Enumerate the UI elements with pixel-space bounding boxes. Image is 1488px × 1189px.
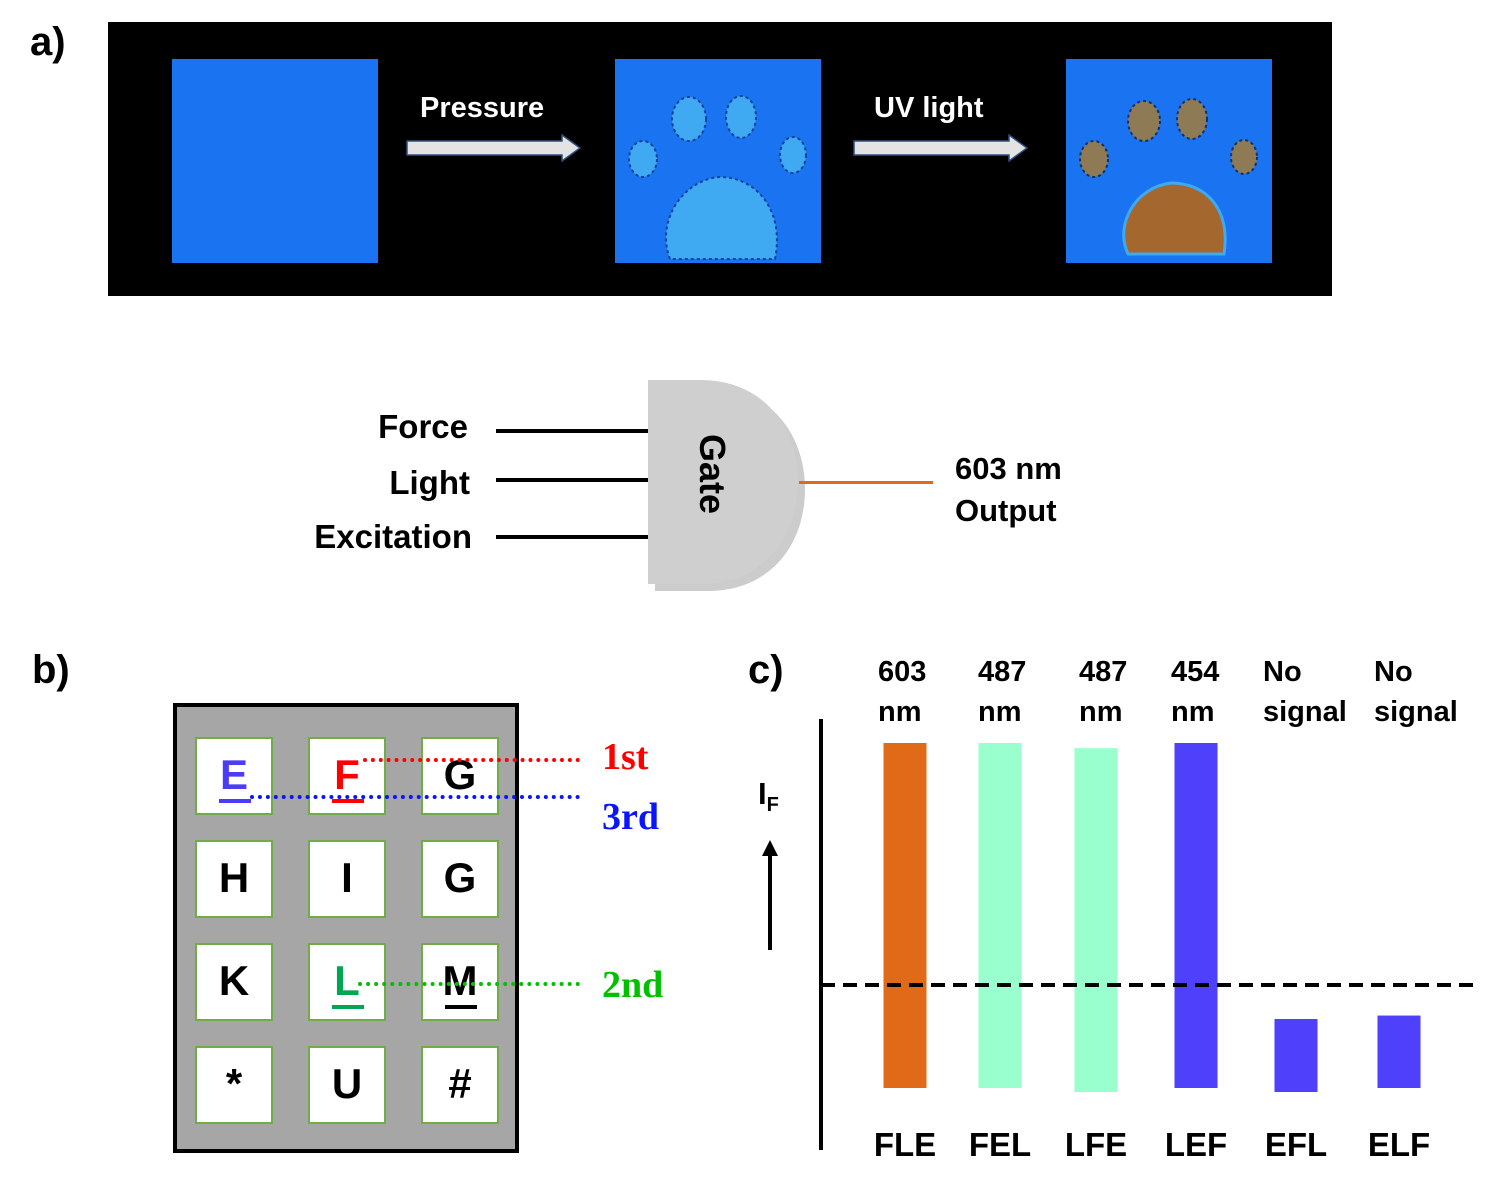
arrow-label-pressure: Pressure bbox=[420, 92, 545, 124]
category-label-LFE: LFE bbox=[1064, 1126, 1128, 1163]
gate-input-light-label: Light bbox=[389, 464, 470, 501]
bar-top-label-line1: 454 bbox=[1171, 656, 1220, 688]
sample-photo-pressed bbox=[615, 59, 821, 263]
sequence-label-2nd: 2nd bbox=[602, 964, 664, 1006]
sequence-label-3rd: 3rd bbox=[602, 796, 659, 838]
gate-input-force-label: Force bbox=[378, 408, 468, 445]
key-hash[interactable]: # bbox=[421, 1046, 499, 1124]
key-underline bbox=[445, 1005, 477, 1009]
arrow-label-uv-light: UV light bbox=[874, 92, 984, 124]
panel-a-label: a) bbox=[30, 20, 66, 64]
bar-top-label-EFL: No signal bbox=[1263, 652, 1347, 732]
key-k[interactable]: K bbox=[195, 943, 273, 1021]
y-axis-label-subscript: F bbox=[766, 794, 779, 817]
key-f[interactable]: F bbox=[308, 737, 386, 815]
input-wire-force bbox=[496, 429, 650, 433]
panel-b-label: b) bbox=[32, 648, 70, 692]
key-i[interactable]: I bbox=[308, 840, 386, 918]
bar-top-label-line2: signal bbox=[1374, 696, 1458, 728]
category-label-ELF: ELF bbox=[1367, 1126, 1431, 1163]
bar-LFE bbox=[1074, 748, 1118, 1092]
arrow-up-icon bbox=[762, 840, 778, 856]
bar-ELF bbox=[1377, 1015, 1421, 1088]
key-label: H bbox=[218, 854, 250, 901]
photo-strip: Pressure UV light bbox=[108, 22, 1332, 296]
bar-top-label-line1: 603 bbox=[878, 656, 927, 688]
output-text: Output bbox=[955, 493, 1057, 528]
bar-top-label-line1: No bbox=[1263, 656, 1302, 688]
bar-top-label-line2: signal bbox=[1263, 696, 1347, 728]
category-label-LEF: LEF bbox=[1164, 1126, 1228, 1163]
key-label: K bbox=[218, 957, 250, 1004]
key-label: U bbox=[331, 1060, 363, 1107]
panel-c-label: c) bbox=[748, 648, 784, 692]
gate-input-excitation-label: Excitation bbox=[314, 518, 472, 555]
bar-top-label-line2: nm bbox=[1079, 696, 1123, 728]
category-label-FEL: FEL bbox=[968, 1126, 1032, 1163]
sequence-line-2nd bbox=[358, 982, 580, 986]
bar-top-label-line1: No bbox=[1374, 656, 1413, 688]
sequence-line-1st bbox=[363, 758, 580, 762]
bar-top-label-line2: nm bbox=[978, 696, 1022, 728]
paw-print-uv-icon bbox=[1079, 98, 1258, 256]
key-e[interactable]: E bbox=[195, 737, 273, 815]
bar-top-label-FLE: 603 nm bbox=[878, 652, 926, 732]
key-label: G bbox=[443, 854, 477, 901]
key-underline bbox=[219, 799, 251, 803]
sample-photo-uv bbox=[1066, 59, 1272, 263]
output-wire bbox=[799, 481, 933, 484]
sequence-line-3rd bbox=[250, 795, 580, 799]
y-axis-label-main: I bbox=[758, 776, 767, 811]
y-axis-label: IF bbox=[758, 776, 779, 817]
bar-top-label-FEL: 487 nm bbox=[978, 652, 1026, 732]
key-label: I bbox=[341, 854, 353, 901]
bar-FEL bbox=[978, 743, 1022, 1088]
and-gate-shape: Gate bbox=[648, 380, 805, 591]
key-u[interactable]: U bbox=[308, 1046, 386, 1124]
key-label: E bbox=[219, 751, 248, 798]
key-underline bbox=[332, 799, 364, 803]
sample-photo-unstressed bbox=[172, 59, 378, 263]
bar-FLE bbox=[883, 743, 927, 1088]
bar-top-label-ELF: No signal bbox=[1374, 652, 1458, 732]
bar-LEF bbox=[1174, 743, 1218, 1088]
key-h[interactable]: H bbox=[195, 840, 273, 918]
bar-EFL bbox=[1274, 1019, 1318, 1092]
gate-label: Gate bbox=[692, 434, 733, 514]
bar-top-label-line1: 487 bbox=[1079, 656, 1128, 688]
paw-print-pressed-icon bbox=[628, 95, 807, 260]
key-g[interactable]: G bbox=[421, 840, 499, 918]
gate-output-label: 603 nm Output bbox=[955, 448, 1062, 532]
bar-top-label-line2: nm bbox=[1171, 696, 1215, 728]
bar-top-label-line1: 487 bbox=[978, 656, 1027, 688]
output-wavelength: 603 nm bbox=[955, 451, 1062, 486]
key-label: L bbox=[334, 957, 360, 1004]
key-underline bbox=[332, 1005, 364, 1009]
bar-top-label-LFE: 487 nm bbox=[1079, 652, 1127, 732]
sequence-label-1st: 1st bbox=[602, 736, 649, 778]
key-star[interactable]: * bbox=[195, 1046, 273, 1124]
arrow-right-icon bbox=[853, 134, 1029, 162]
category-label-FLE: FLE bbox=[873, 1126, 937, 1163]
bar-top-label-LEF: 454 nm bbox=[1171, 652, 1219, 732]
input-wire-light bbox=[496, 478, 650, 482]
bar-top-label-line2: nm bbox=[878, 696, 922, 728]
category-label-EFL: EFL bbox=[1264, 1126, 1328, 1163]
key-label: * bbox=[225, 1060, 243, 1107]
arrow-right-icon bbox=[406, 134, 582, 162]
key-label: M bbox=[442, 957, 478, 1004]
key-label: # bbox=[448, 1060, 472, 1107]
key-label: F bbox=[334, 751, 360, 798]
input-wire-excitation bbox=[496, 535, 650, 539]
